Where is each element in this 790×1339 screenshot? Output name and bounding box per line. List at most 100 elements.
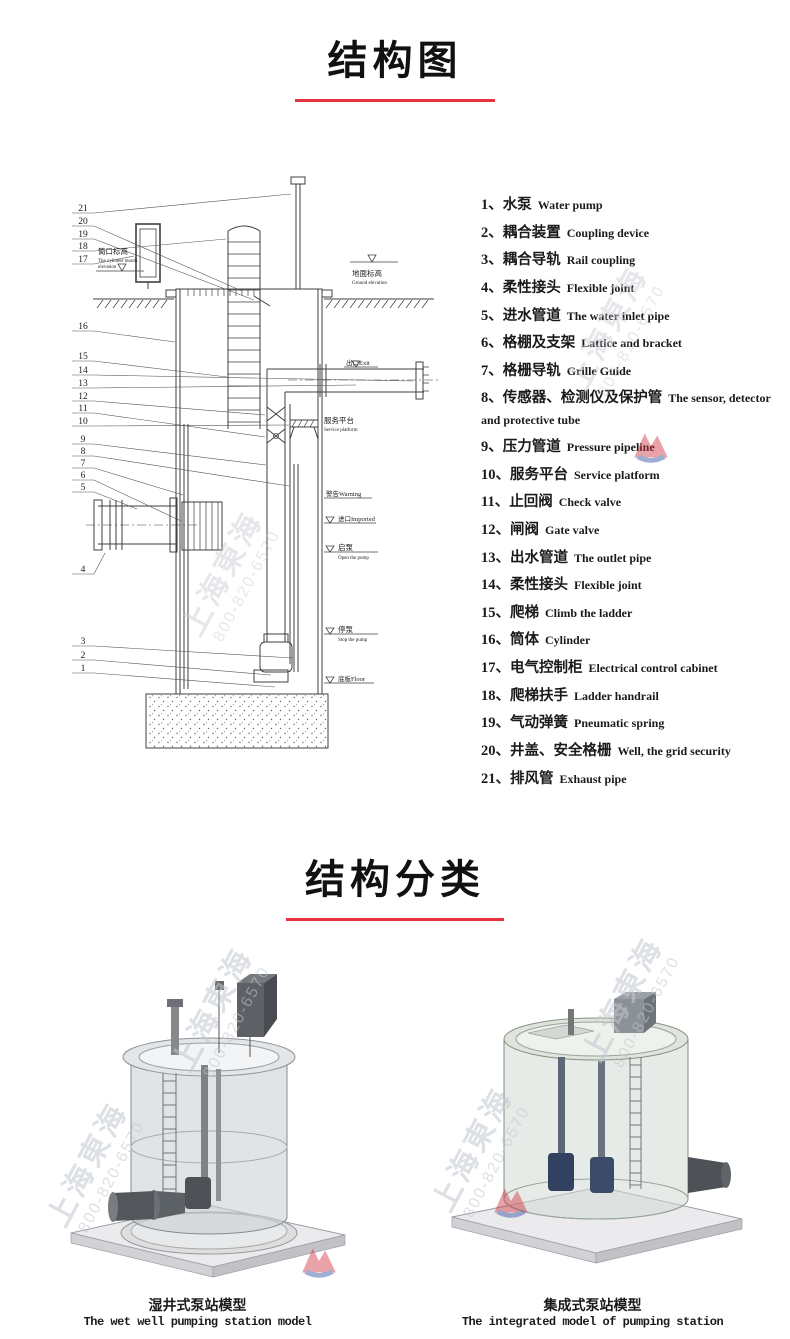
part-label-en: Lattice and bracket	[581, 336, 682, 351]
classification-title: 结构分类	[305, 858, 485, 903]
part-label-en: The sensor, detector and protective tube	[481, 391, 771, 427]
callout-19: 19	[78, 230, 88, 240]
callout-20: 20	[78, 217, 88, 227]
callout-18: 18	[78, 242, 88, 252]
part-label-en: Water pump	[537, 198, 603, 212]
integrated-model-figure: 上海東海 800-820-6570 上海東海 800-820-6570 集成式泵…	[395, 932, 790, 1329]
callout-8: 8	[81, 447, 86, 457]
pump-station-drawing: 21 20 19 18 17 16 15 14 13 12 11 10 9 8 …	[72, 176, 438, 749]
part-label-cn: 17、电气控制柜	[481, 660, 583, 677]
part-label-cn: 21、排风管	[481, 770, 554, 787]
models-row: 上海東海 800-820-6570 上海東海 800-820-6570 湿井式泵…	[0, 932, 790, 1329]
label-ground-en: Ground elevation	[352, 281, 387, 286]
part-label-en: Flexible joint	[574, 578, 642, 593]
part-label-cn: 8、传感器、检测仪及保护管	[481, 390, 663, 407]
label-exit: 出口Exit	[346, 358, 370, 367]
part-label-en: The outlet pipe	[574, 550, 652, 565]
callout-6: 6	[81, 471, 86, 481]
integrated-caption: 集成式泵站模型 The integrated model of pumping …	[395, 1295, 790, 1329]
wet-well-caption: 湿井式泵站模型 The wet well pumping station mod…	[0, 1295, 395, 1329]
part-label-en: Service platform	[574, 467, 660, 482]
drawing-linework	[86, 176, 438, 749]
classification-title-rule	[286, 918, 504, 922]
part-item-17: 17、电气控制柜 Electrical control cabinet	[481, 657, 783, 678]
callout-11: 11	[78, 404, 87, 414]
wet-well-model-image	[70, 974, 345, 1278]
part-label-en: Pressure pipeline	[566, 440, 655, 455]
label-cylinder-mouth-en2: elevation	[98, 265, 117, 270]
callout-7: 7	[81, 459, 86, 469]
callout-15: 15	[78, 352, 88, 362]
part-label-cn: 1、水泵	[481, 197, 532, 213]
part-label-cn: 16、筒体	[481, 632, 539, 649]
part-item-14: 14、柔性接头 Flexible joint	[481, 574, 783, 595]
part-label-cn: 9、压力管道	[481, 439, 561, 456]
part-label-cn: 18、爬梯扶手	[481, 687, 568, 704]
callout-2: 2	[81, 651, 86, 661]
part-label-en: Rail coupling	[566, 253, 636, 268]
callout-9: 9	[81, 435, 86, 445]
part-label-en: Exhaust pipe	[559, 771, 627, 786]
part-label-cn: 4、柔性接头	[481, 279, 561, 296]
callout-3: 3	[81, 637, 86, 647]
label-floor: 底板Floor	[338, 674, 366, 683]
classification-section: 结构分类	[0, 847, 790, 1329]
callout-4: 4	[81, 565, 86, 575]
part-label-cn: 13、出水管道	[481, 549, 568, 566]
part-label-cn: 6、格棚及支架	[481, 335, 576, 352]
integrated-caption-cn: 集成式泵站模型	[543, 1297, 642, 1314]
part-item-10: 10、服务平台 Service platform	[481, 464, 783, 485]
callout-17: 17	[78, 255, 88, 265]
callout-10: 10	[78, 417, 88, 427]
part-label-cn: 14、柔性接头	[481, 577, 568, 594]
part-label-en: Check valve	[558, 495, 622, 510]
part-label-cn: 2、耦合装置	[481, 224, 561, 241]
part-label-cn: 3、耦合导轨	[481, 252, 561, 269]
part-label-en: The water inlet pipe	[566, 308, 670, 323]
part-item-6: 6、格棚及支架 Lattice and bracket	[481, 332, 783, 353]
part-item-16: 16、筒体 Cylinder	[481, 629, 783, 650]
label-platform-en: Service platform	[324, 428, 358, 433]
elevation-symbols	[96, 254, 398, 684]
part-label-en: Electrical control cabinet	[588, 661, 718, 676]
structure-section: 结构图	[0, 39, 790, 795]
label-ground-cn: 地面标高	[352, 268, 382, 278]
wet-well-caption-cn: 湿井式泵站模型	[148, 1297, 247, 1314]
label-cylinder-mouth-en1: The cylinder mouth	[98, 259, 138, 264]
part-label-cn: 10、服务平台	[481, 466, 568, 483]
part-label-en: Well, the grid security	[617, 743, 731, 758]
callout-21: 21	[78, 204, 88, 214]
part-label-en: Cylinder	[545, 633, 591, 648]
diagram-row: 21 20 19 18 17 16 15 14 13 12 11 10 9 8 …	[0, 164, 790, 795]
part-item-13: 13、出水管道 The outlet pipe	[481, 547, 783, 568]
structure-title: 结构图	[327, 39, 463, 83]
part-item-18: 18、爬梯扶手 Ladder handrail	[481, 685, 783, 706]
integrated-model-image	[451, 992, 742, 1264]
part-item-3: 3、耦合导轨 Rail coupling	[481, 249, 783, 270]
wet-well-caption-en: The wet well pumping station model	[83, 1315, 312, 1330]
part-label-cn: 20、井盖、安全格栅	[481, 742, 612, 759]
part-label-en: Ladder handrail	[574, 688, 659, 703]
callout-12: 12	[78, 392, 88, 402]
drawing-annotations: 筒口标高 The cylinder mouth elevation 地面标高 G…	[98, 246, 387, 683]
part-item-20: 20、井盖、安全格栅 Well, the grid security	[481, 740, 783, 761]
wet-well-model-figure: 上海東海 800-820-6570 上海東海 800-820-6570 湿井式泵…	[0, 942, 395, 1329]
callout-16: 16	[78, 322, 88, 332]
callout-13: 13	[78, 379, 88, 389]
callout-numbers: 21 20 19 18 17 16 15 14 13 12 11 10 9 8 …	[78, 204, 88, 674]
part-label-cn: 5、进水管道	[481, 307, 561, 324]
part-item-9: 9、压力管道 Pressure pipeline	[481, 436, 783, 457]
label-warning: 警告Warning	[326, 489, 362, 498]
part-item-1: 1、水泵 Water pump	[481, 194, 783, 215]
part-label-cn: 12、闸阀	[481, 521, 539, 538]
part-label-en: Gate valve	[545, 522, 600, 537]
part-item-12: 12、闸阀 Gate valve	[481, 519, 783, 540]
label-pump-stop-en: Stop the pump	[338, 638, 368, 643]
